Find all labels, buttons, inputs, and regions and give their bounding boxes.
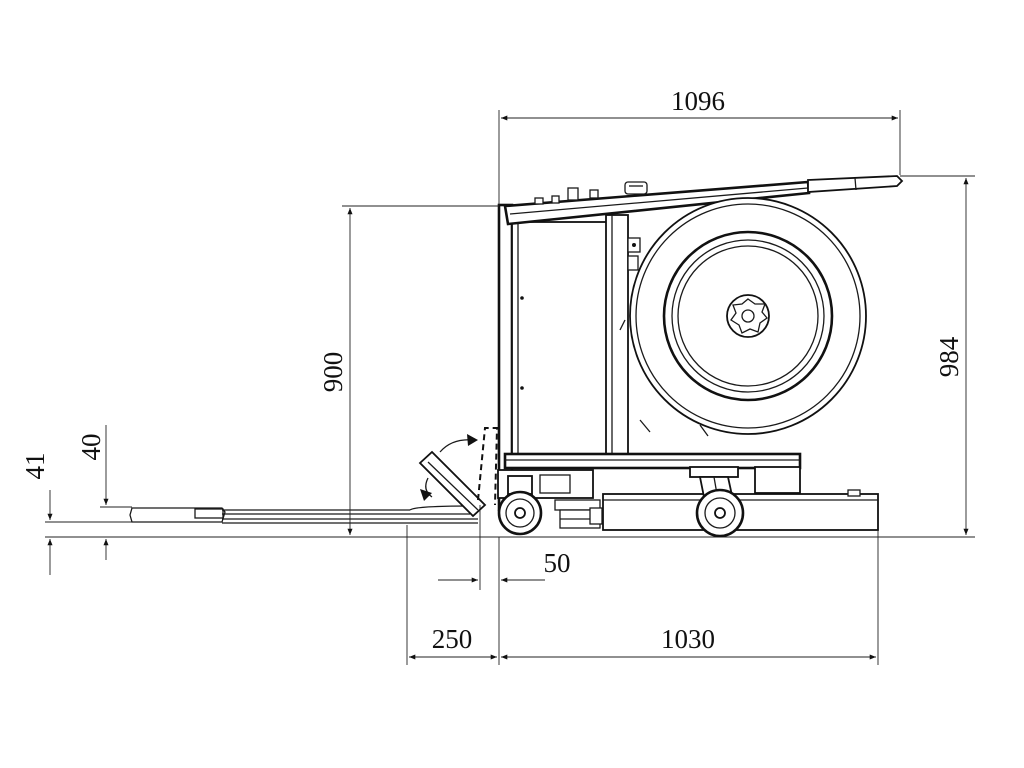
dim-ramp-40: 40 (76, 425, 109, 560)
dim-label-900: 900 (318, 352, 348, 393)
dim-label-250: 250 (432, 624, 473, 654)
dim-frame-height: 900 (318, 205, 499, 535)
dim-ramp-41: 41 (20, 453, 53, 575)
main-frame (497, 203, 629, 512)
ramp-flap-raised (477, 427, 499, 506)
dim-ramp-length: 250 (406, 525, 497, 665)
ramp-platform (45, 505, 478, 524)
dim-top-width: 1096 (498, 86, 901, 205)
dim-label-984: 984 (934, 336, 964, 377)
strap-coil (619, 197, 867, 437)
dim-total-height: 984 (880, 175, 975, 538)
dim-label-1030: 1030 (661, 624, 715, 654)
rear-caster-wheel (689, 466, 745, 538)
dim-offset-50: 50 (438, 505, 571, 665)
dim-label-40: 40 (76, 434, 106, 461)
handle-bar (503, 175, 904, 226)
dim-label-1096: 1096 (671, 86, 725, 116)
rotation-arrow-lower (425, 477, 433, 498)
ramp-flap (418, 450, 487, 518)
front-caster-wheel (497, 475, 543, 536)
dimension-lines: 1096 984 900 41 40 (20, 86, 975, 665)
machine-side-view (45, 175, 975, 538)
dim-base-length: 1030 (501, 530, 879, 665)
dim-label-50: 50 (544, 548, 571, 578)
chassis (497, 452, 879, 531)
dim-label-41: 41 (20, 453, 50, 480)
